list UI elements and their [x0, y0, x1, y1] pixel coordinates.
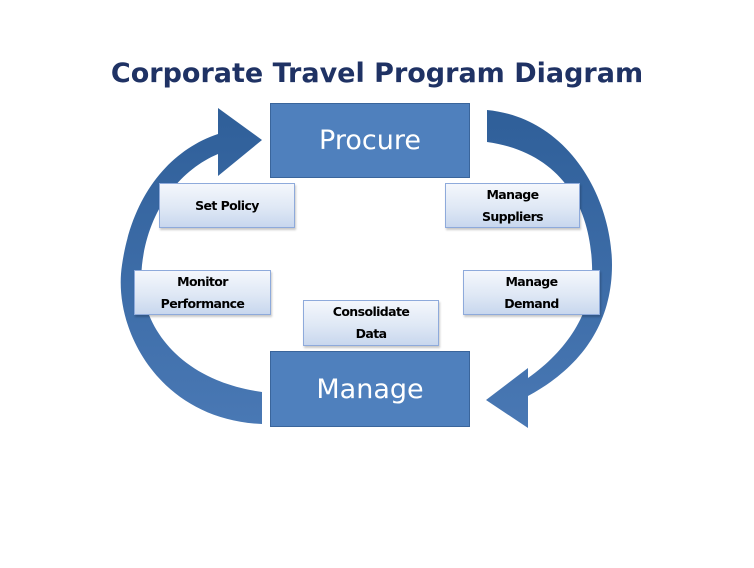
- manage-suppliers-label-line2: Suppliers: [481, 208, 544, 224]
- procure-box: Procure: [270, 103, 470, 178]
- diagram-title: Corporate Travel Program Diagram: [110, 58, 644, 89]
- manage-demand-label-line2: Demand: [504, 295, 559, 311]
- manage-box: Manage: [270, 351, 470, 427]
- consolidate-data-label-line2: Data: [355, 326, 387, 341]
- set-policy-label: Set Policy: [195, 197, 259, 213]
- right-cycle-arrow: [486, 110, 612, 428]
- manage-suppliers-label-line1: Manage: [486, 186, 539, 202]
- manage-demand-label-line1: Manage: [505, 273, 558, 289]
- left-cycle-arrow: [120, 108, 262, 424]
- manage-demand-box: Manage Demand: [463, 270, 600, 315]
- monitor-performance-label-line2: Performance: [160, 295, 245, 311]
- manage-label: Manage: [316, 373, 424, 405]
- consolidate-data-label-line1: Consolidate: [332, 304, 410, 319]
- monitor-performance-box: Monitor Performance: [134, 270, 271, 315]
- consolidate-data-box: Consolidate Data: [303, 300, 439, 346]
- procure-label: Procure: [319, 125, 421, 156]
- monitor-performance-label-line1: Monitor: [177, 273, 228, 289]
- manage-suppliers-box: Manage Suppliers: [445, 183, 580, 228]
- set-policy-box: Set Policy: [159, 183, 295, 228]
